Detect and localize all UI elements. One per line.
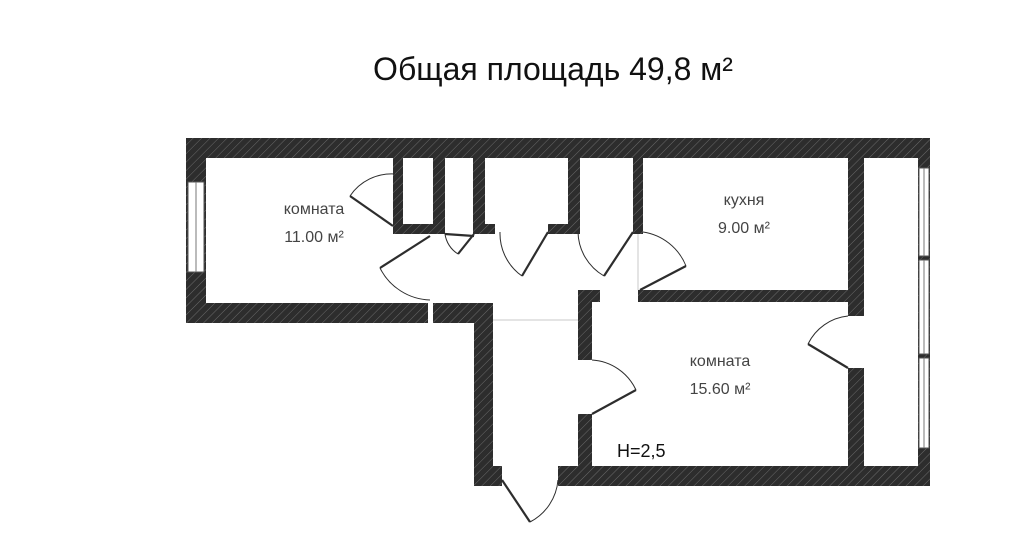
kitchen-name: кухня [724, 192, 765, 209]
wall-closet-c [473, 150, 485, 234]
wall-bottom-left [474, 466, 502, 486]
door-closet-left [349, 195, 394, 227]
door-left-room [379, 235, 431, 269]
wall-closet-a [393, 150, 403, 234]
walls [186, 138, 930, 486]
wall-big-room-left-top [578, 290, 592, 360]
door-kitchen [639, 265, 687, 291]
door-closet-right [603, 231, 634, 277]
room-big-area: 15.60 м² [690, 381, 751, 398]
wall-bottom-right [558, 466, 930, 486]
room-big-name: комната [690, 353, 751, 370]
wall-kitchen-bottom [638, 290, 864, 302]
wall-big-room-left-bottom [578, 414, 592, 486]
wall-top [186, 138, 930, 158]
wall-balcony-partition-bottom [848, 368, 864, 486]
wall-closet-d [568, 150, 580, 234]
kitchen-area: 9.00 м² [718, 220, 771, 237]
guide-lines [493, 234, 639, 321]
door-balcony [807, 343, 849, 369]
door-closet-narrow [444, 232, 475, 238]
wall-closet-bottom-c [548, 224, 578, 234]
wall-corridor-left [474, 303, 493, 486]
wall-left-room-bottom [186, 303, 428, 323]
door-big-room [591, 389, 637, 415]
room-left-area: 11.00 м² [284, 229, 344, 246]
wall-closet-bottom-a [393, 224, 433, 234]
wall-balcony-partition-top [848, 138, 864, 316]
wall-closet-e [633, 150, 643, 234]
room-left-name: комната [284, 201, 345, 218]
door-entrance [501, 479, 531, 523]
windows [187, 167, 930, 449]
doors [349, 173, 849, 523]
plan-title: Общая площадь 49,8 м² [373, 51, 733, 87]
wall-closet-b [433, 150, 445, 234]
ceiling-height-label: H=2,5 [617, 441, 666, 461]
door-closet-middle [521, 231, 549, 277]
wall-closet-bottom-b [473, 224, 495, 234]
